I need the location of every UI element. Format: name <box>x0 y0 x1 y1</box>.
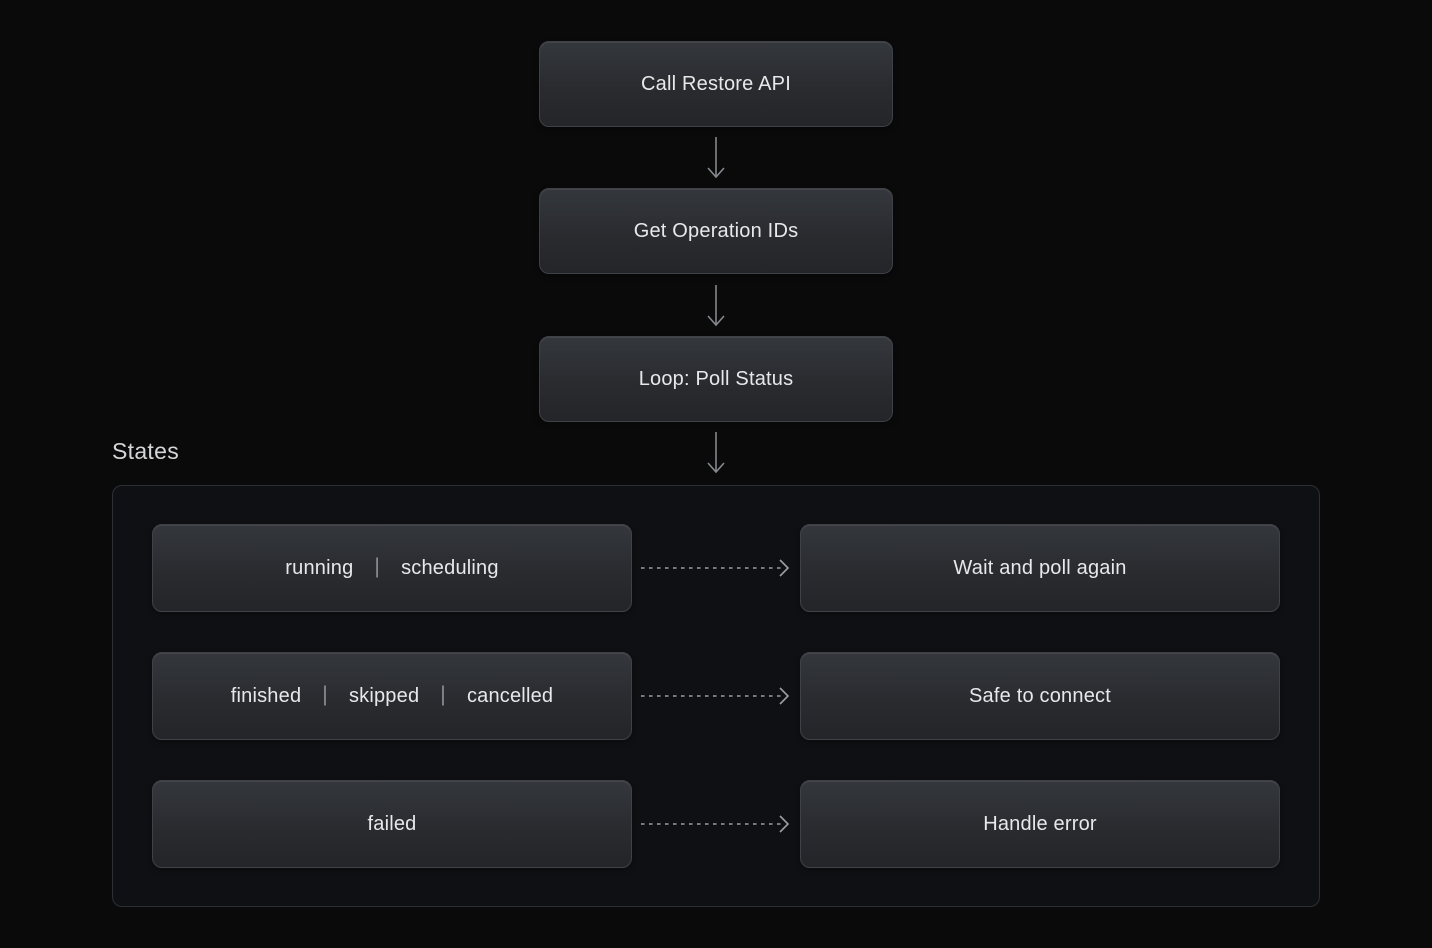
outcome-label: Wait and poll again <box>953 556 1127 579</box>
arrow-down-icon <box>707 432 725 474</box>
arrow-right-dashed-icon <box>641 687 790 705</box>
flow-node-label: Loop: Poll Status <box>638 367 794 390</box>
outcome-box-safe-to-connect: Safe to connect <box>800 652 1280 740</box>
arrow-down-icon <box>707 137 725 179</box>
outcome-box-handle-error: Handle error <box>800 780 1280 868</box>
flow-node-call-restore-api: Call Restore API <box>539 41 893 127</box>
state-label: finished <box>230 684 302 707</box>
arrow-right-dashed-icon <box>641 559 790 577</box>
flow-node-label: Call Restore API <box>641 72 791 95</box>
state-box-finished-skipped-cancelled: finished | skipped | cancelled <box>152 652 632 740</box>
flow-node-loop-poll-status: Loop: Poll Status <box>539 336 893 422</box>
arrow-right-dashed-icon <box>641 815 790 833</box>
outcome-label: Handle error <box>983 812 1097 835</box>
state-label: running <box>285 556 354 579</box>
state-label: skipped <box>348 684 420 707</box>
state-separator: | <box>374 555 381 578</box>
state-box-failed: failed <box>152 780 632 868</box>
outcome-box-wait-and-poll-again: Wait and poll again <box>800 524 1280 612</box>
arrow-down-icon <box>707 285 725 327</box>
flow-node-get-operation-ids: Get Operation IDs <box>539 188 893 274</box>
state-separator: | <box>322 683 328 706</box>
outcome-label: Safe to connect <box>969 684 1111 707</box>
state-box-running-scheduling: running | scheduling <box>152 524 632 612</box>
states-section-title: States <box>112 438 180 464</box>
state-label: scheduling <box>401 556 499 579</box>
state-separator: | <box>440 683 446 706</box>
flow-node-label: Get Operation IDs <box>633 219 799 242</box>
state-label: failed <box>367 812 417 835</box>
state-label: cancelled <box>466 684 554 707</box>
